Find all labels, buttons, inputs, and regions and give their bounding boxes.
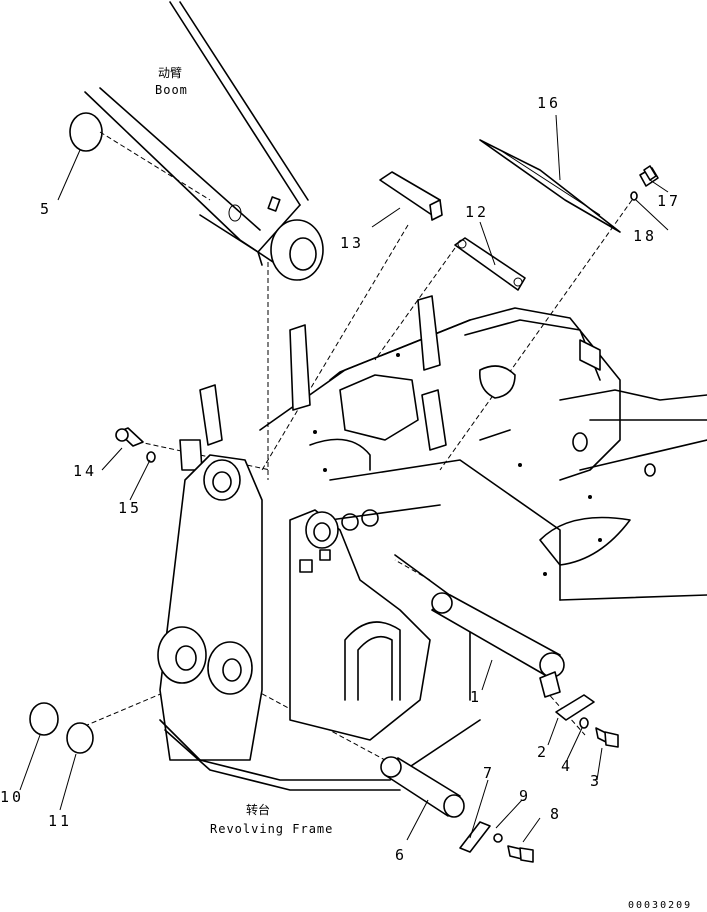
part-17-bolt: [639, 165, 659, 187]
part-18-washer: [630, 191, 638, 201]
part-10-shim: [29, 702, 59, 736]
part-16-cover: [479, 139, 621, 233]
part-label-14: 14: [73, 462, 98, 480]
part-label-17: 17: [657, 192, 682, 210]
part-6-pin: [380, 756, 465, 818]
part-label-10: 10: [0, 788, 25, 806]
revolving-frame: [157, 295, 707, 791]
boom-caption-en: Boom: [155, 83, 188, 97]
frame-caption-cn: 转台: [246, 803, 271, 817]
part-15-washer: [146, 451, 156, 463]
part-label-16: 16: [537, 94, 562, 112]
part-9-washer: [493, 833, 503, 843]
drawing-code: 00030209: [628, 900, 693, 911]
boom: [84, 1, 324, 281]
part-label-4: 4: [561, 757, 574, 775]
part-14-bolt: [115, 427, 144, 447]
part-3-bolt: [595, 727, 619, 748]
leader-lines: [19, 114, 669, 843]
part-2-plate: [555, 694, 595, 721]
part-label-11: 11: [48, 812, 73, 830]
part-4-washer: [579, 717, 589, 729]
part-label-18: 18: [633, 227, 658, 245]
part-label-1: 1: [470, 688, 483, 706]
frame-caption-en: Revolving Frame: [210, 822, 334, 836]
boom-caption-cn: 动臂: [158, 66, 183, 80]
part-label-6: 6: [395, 846, 408, 864]
part-5-shim: [69, 112, 103, 152]
part-label-9: 9: [519, 787, 532, 805]
part-label-7: 7: [483, 764, 496, 782]
part-label-12: 12: [465, 203, 490, 221]
part-13-bracket: [379, 171, 443, 221]
part-label-15: 15: [118, 499, 143, 517]
part-7-plate: [459, 821, 491, 853]
part-label-5: 5: [40, 200, 53, 218]
part-12-link: [454, 237, 526, 291]
part-label-2: 2: [537, 743, 550, 761]
part-8-bolt: [507, 845, 534, 863]
part-label-3: 3: [590, 772, 603, 790]
part-1-pin: [431, 592, 565, 698]
part-11-shim: [66, 722, 94, 754]
part-label-13: 13: [340, 234, 365, 252]
part-label-8: 8: [550, 805, 563, 823]
